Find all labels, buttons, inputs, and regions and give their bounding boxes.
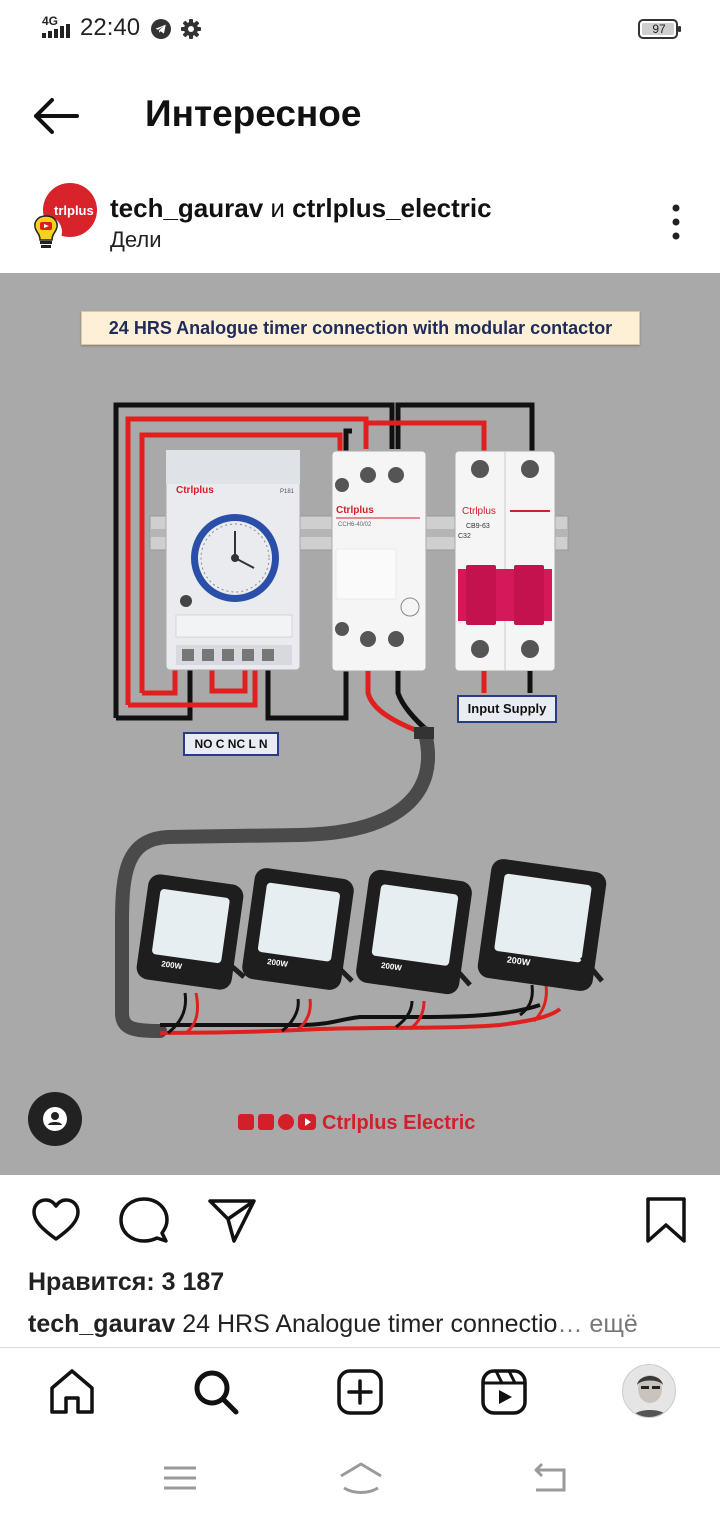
menu-icon[interactable] — [160, 1458, 200, 1498]
svg-text:C32: C32 — [458, 533, 471, 540]
caption-text: 24 HRS Analogue timer connectio — [175, 1310, 558, 1338]
avatar: trlplus — [30, 183, 97, 248]
svg-text:Ctrlplus: Ctrlplus — [462, 506, 496, 517]
author-conjunction: и — [263, 193, 293, 223]
author-primary[interactable]: tech_gaurav — [110, 193, 264, 223]
author-secondary[interactable]: ctrlplus_electric — [292, 193, 492, 223]
svg-text:200W: 200W — [506, 954, 531, 967]
add-post-icon[interactable] — [334, 1366, 386, 1418]
clock: 22:40 — [80, 14, 141, 41]
gear-icon — [181, 19, 201, 39]
divider — [0, 1347, 720, 1348]
user-tag-icon[interactable] — [28, 1092, 82, 1146]
more-options-icon[interactable] — [662, 200, 690, 244]
svg-text:200W: 200W — [267, 957, 289, 969]
battery-icon — [638, 19, 681, 39]
profile-avatar[interactable] — [622, 1364, 676, 1418]
svg-text:Ctrlplus: Ctrlplus — [336, 505, 374, 516]
bookmark-icon[interactable] — [640, 1195, 692, 1247]
wiring-diagram: Ctrlplus P181 Ctrlplus CCH6-40/02 — [113, 402, 607, 1130]
floodlight-3: 200W — [356, 869, 472, 995]
caption-ellipsis: … — [557, 1310, 583, 1338]
svg-text:200W: 200W — [161, 959, 183, 971]
post-authors[interactable]: tech_gaurav и ctrlplus_electric — [110, 192, 492, 224]
author-avatar[interactable]: trlplus — [28, 182, 100, 262]
caption-author[interactable]: tech_gaurav — [28, 1310, 176, 1338]
svg-text:Ctrlplus: Ctrlplus — [176, 485, 214, 496]
heart-icon[interactable] — [30, 1195, 82, 1247]
back-nav-icon[interactable] — [530, 1458, 570, 1498]
reels-icon[interactable] — [478, 1366, 530, 1418]
search-icon[interactable] — [190, 1366, 242, 1418]
page-title: Интересное — [145, 93, 362, 134]
floodlight-2: 200W — [242, 868, 354, 990]
arrow-left-icon[interactable] — [30, 94, 80, 138]
battery-level: 97 — [652, 22, 666, 36]
post-location[interactable]: Дели — [110, 227, 162, 252]
signal-icon — [42, 24, 70, 38]
share-icon[interactable] — [206, 1195, 258, 1247]
brand-name: Ctrlplus Electric — [322, 1112, 476, 1134]
caption-more-link[interactable]: ещё — [582, 1310, 638, 1338]
post-caption[interactable]: tech_gaurav 24 HRS Analogue timer connec… — [28, 1308, 678, 1340]
telegram-icon — [151, 19, 171, 39]
svg-text:CCH6-40/02: CCH6-40/02 — [338, 522, 372, 528]
diagram-title: 24 HRS Analogue timer connection with mo… — [81, 311, 640, 345]
home-icon[interactable] — [46, 1366, 98, 1418]
terminal-labels: NO C NC L N — [183, 732, 279, 756]
svg-text:CB9-63: CB9-63 — [466, 523, 490, 530]
home-nav-icon[interactable] — [338, 1458, 384, 1498]
input-supply-label: Input Supply — [457, 695, 557, 723]
post-image[interactable]: Ctrlplus P181 Ctrlplus CCH6-40/02 — [0, 273, 720, 1175]
network-type: 4G — [42, 14, 59, 28]
svg-text:P181: P181 — [280, 489, 295, 495]
likes-count[interactable]: Нравится: 3 187 — [28, 1268, 225, 1296]
comment-icon[interactable] — [118, 1195, 170, 1247]
floodlight-4: 200W — [477, 859, 607, 991]
svg-text:200W: 200W — [380, 961, 402, 973]
svg-text:trlplus: trlplus — [54, 203, 94, 218]
status-bar: 4G 22:40 97 — [0, 0, 720, 60]
floodlight-1: 200W — [136, 874, 246, 990]
